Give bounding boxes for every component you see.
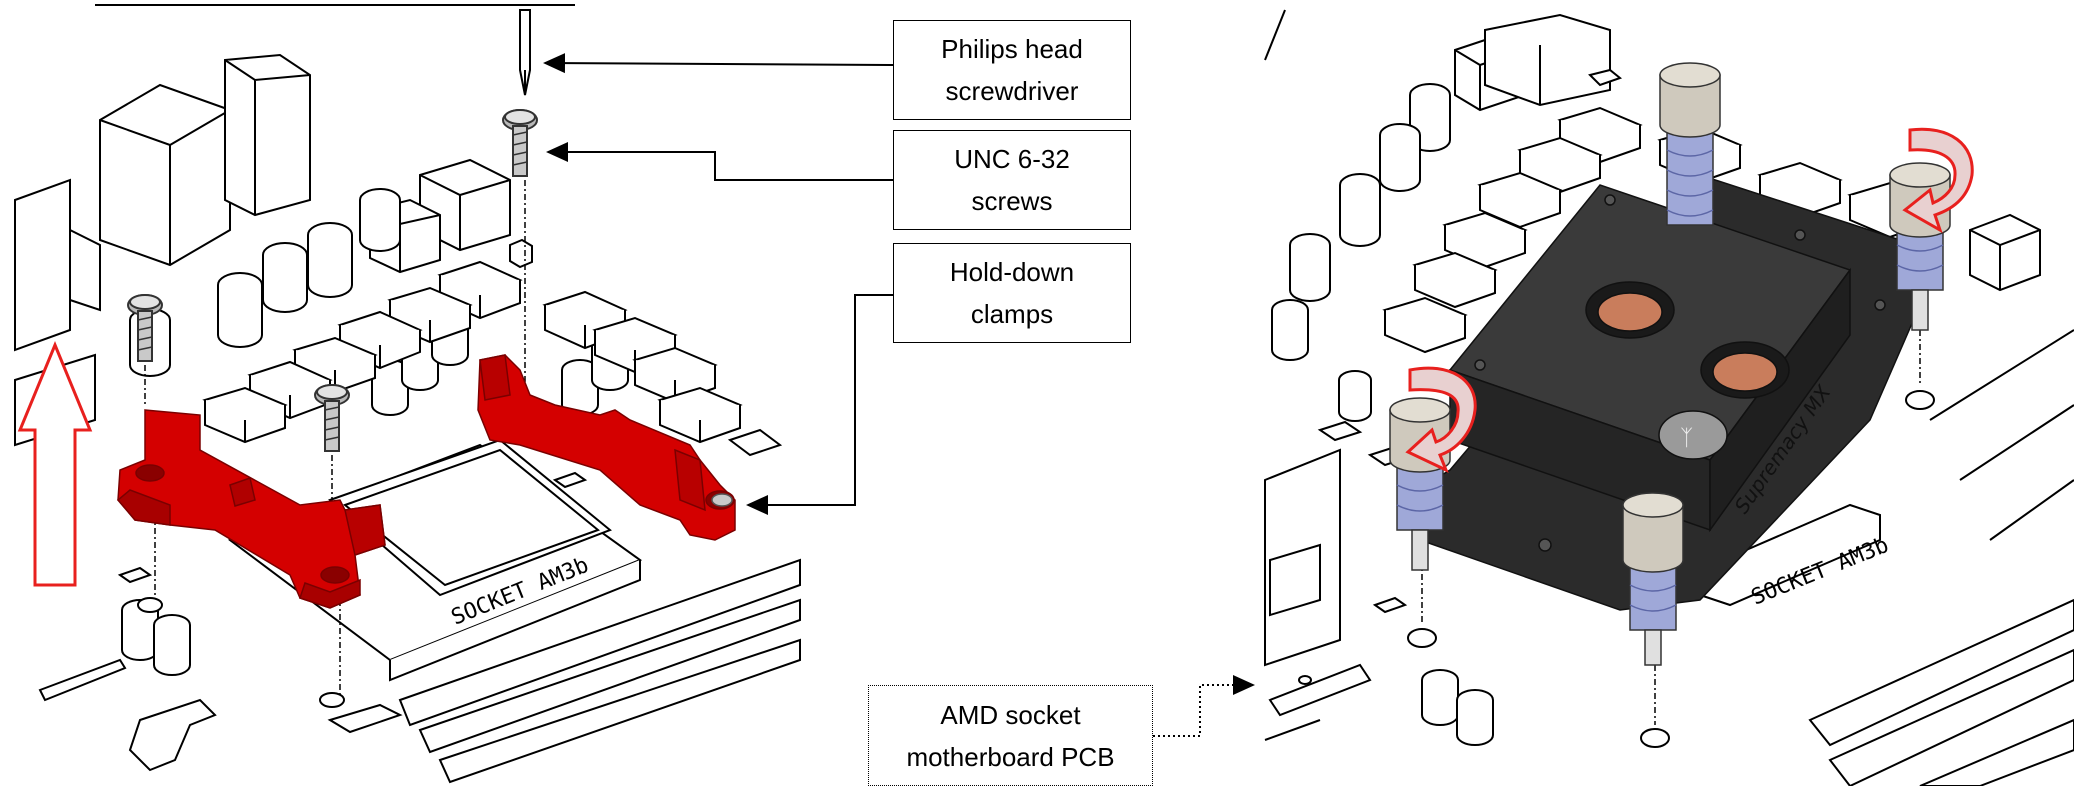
- callout-screws: UNC 6-32 screws: [893, 130, 1131, 230]
- callout-leaders-left: [543, 53, 894, 515]
- callout-screwdriver-line1: Philips head: [941, 34, 1083, 64]
- left-panel: SOCKET AM3b: [14, 4, 801, 784]
- screw-top: [502, 109, 538, 177]
- screwdriver: [519, 9, 531, 96]
- hold-down-clamp-right: [477, 354, 736, 541]
- rotate-arrow-right: [1902, 127, 1974, 234]
- thumb-screw-bottom: [1622, 492, 1684, 666]
- callout-screwdriver-line2: screwdriver: [945, 76, 1079, 106]
- callout-pcb-line1: AMD socket: [940, 699, 1081, 730]
- hold-down-clamp-left: [116, 409, 386, 609]
- callout-screws-line2: screws: [971, 186, 1053, 216]
- ram-slots-left: [327, 558, 801, 784]
- screw-middle: [314, 384, 350, 452]
- thumb-screw-top: [1659, 62, 1721, 226]
- callout-pcb: AMD socket motherboard PCB: [868, 685, 1153, 786]
- callout-clamps: Hold-down clamps: [893, 243, 1131, 343]
- water-block: ᛉ Supremacy MX: [1399, 174, 1921, 611]
- rotate-arrow-left: [1405, 366, 1477, 473]
- callout-clamps-line1: Hold-down: [949, 257, 1075, 287]
- callout-screws-line1: UNC 6-32: [954, 144, 1070, 174]
- callout-clamps-line2: clamps: [970, 299, 1054, 329]
- vrm-chokes-left: [202, 260, 743, 444]
- pcb-leader: [1153, 675, 1255, 737]
- callout-screwdriver: Philips head screwdriver: [893, 20, 1131, 120]
- screw-left: [127, 294, 163, 362]
- right-panel: SOCKET AM3b: [1264, 9, 2074, 786]
- callout-pcb-line2: motherboard PCB: [906, 741, 1115, 772]
- svg-text:ᛉ: ᛉ: [1680, 426, 1693, 451]
- cpu-socket-left: SOCKET AM3b: [227, 438, 643, 682]
- lift-up-arrow: [17, 341, 93, 587]
